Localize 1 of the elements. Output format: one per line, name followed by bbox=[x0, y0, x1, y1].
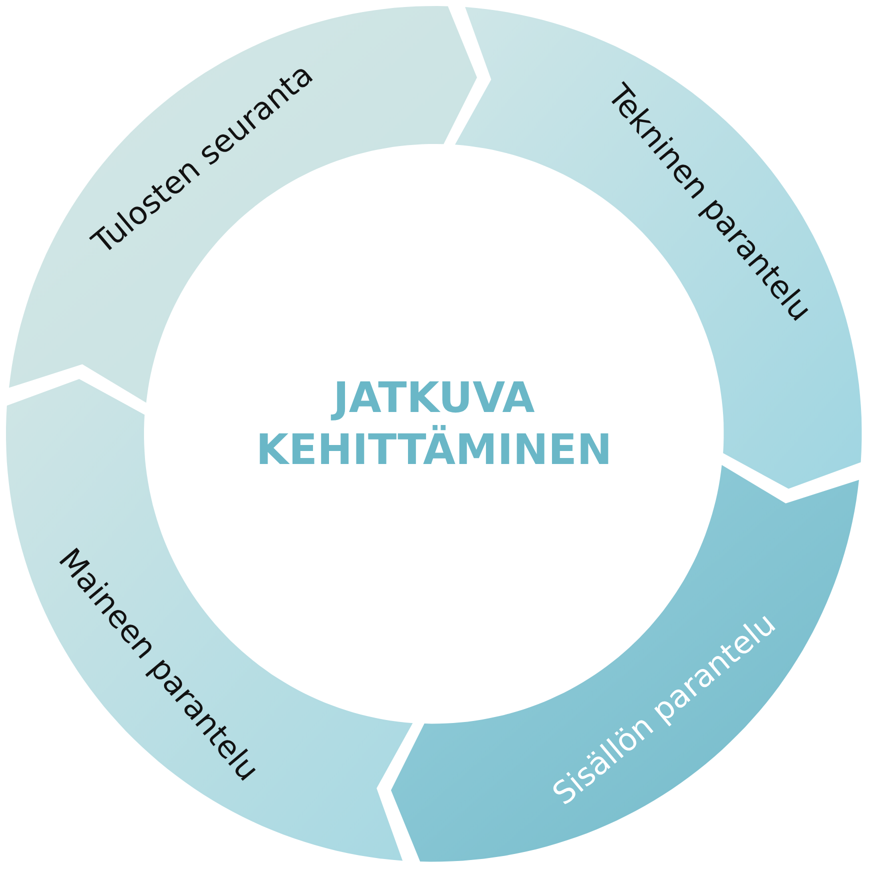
title: JATKUVA KEHITTÄMINEN bbox=[255, 372, 613, 476]
